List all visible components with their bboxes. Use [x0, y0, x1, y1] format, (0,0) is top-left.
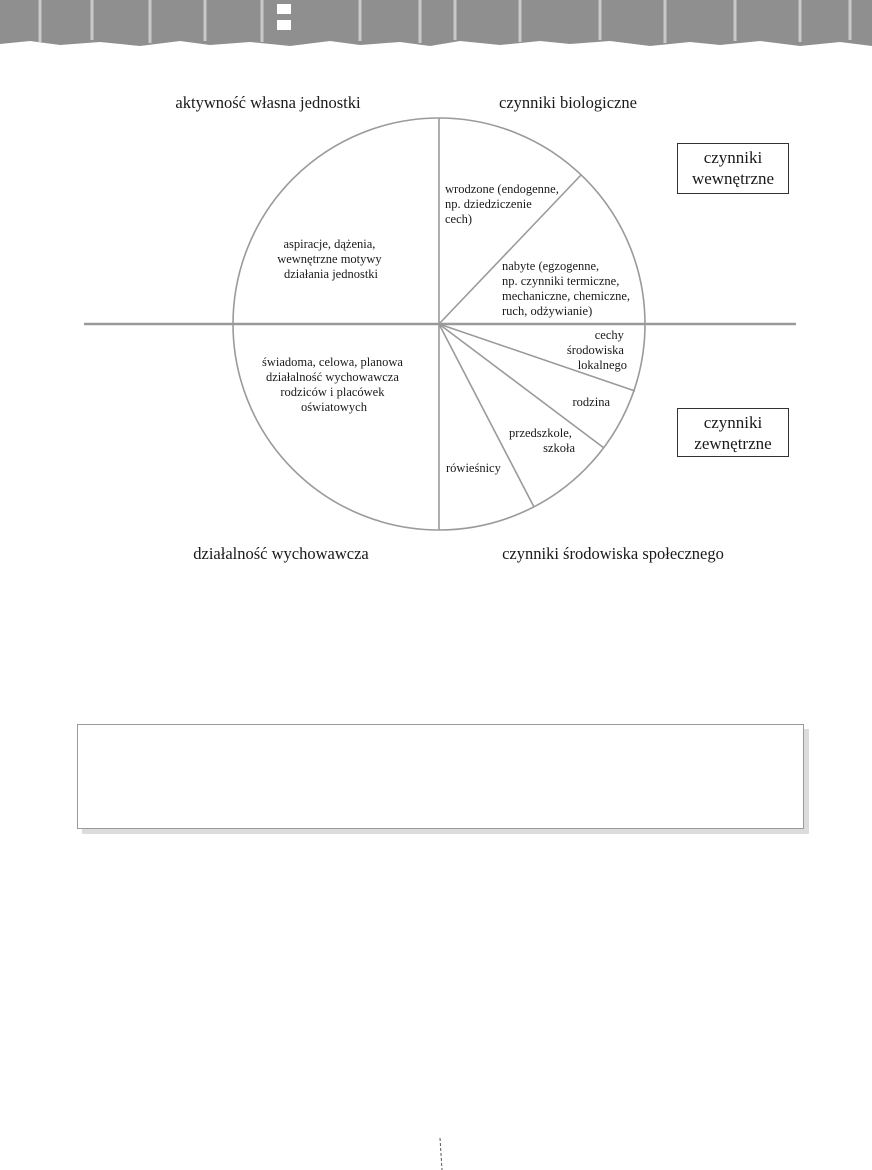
segment-line: aspiracje, dążenia,	[283, 237, 375, 251]
segment-aspiracje: aspiracje, dążenia, wewnętrzne motywy dz…	[277, 237, 385, 281]
segment-line: działalność wychowawcza	[266, 370, 399, 384]
segment-nabyte: nabyte (egzogenne, np. czynniki termiczn…	[502, 259, 633, 318]
segment-line: oświatowych	[301, 400, 368, 414]
segment-line: np. czynniki termiczne,	[502, 274, 619, 288]
header-banner	[0, 0, 872, 46]
segment-line: rodziców i placówek	[280, 385, 385, 399]
segment-line: działania jednostki	[284, 267, 379, 281]
segment-line: cechy	[595, 328, 625, 342]
segment-line: świadoma, celowa, planowa	[262, 355, 403, 369]
internal-factors-line: czynniki	[703, 148, 763, 167]
segment-rodzina: rodzina	[573, 395, 611, 409]
segment-line: szkoła	[543, 441, 575, 455]
segment-swiadoma: świadoma, celowa, planowa działalność wy…	[262, 355, 406, 414]
segment-line: przedszkole,	[509, 426, 572, 440]
label-aktywnosc: aktywność własna jednostki	[175, 93, 361, 112]
divider-rodzina-przedszkole	[438, 323, 605, 449]
segment-line: ruch, odżywianie)	[502, 304, 592, 318]
label-srodowisko-spoleczne: czynniki środowiska społecznego	[502, 544, 724, 563]
segment-line: cech)	[445, 212, 472, 226]
segment-line: lokalnego	[578, 358, 627, 372]
segment-line: środowiska	[567, 343, 624, 357]
diagram-lines	[84, 117, 796, 531]
banner-band	[0, 0, 872, 46]
label-dzialalnosc: działalność wychowawcza	[193, 544, 369, 563]
segment-line: rodzina	[573, 395, 611, 409]
segment-line: nabyte (egzogenne,	[502, 259, 599, 273]
divider-przedszkole-rowiesnicy	[438, 323, 535, 508]
answer-box	[77, 724, 804, 829]
external-factors-box: czynniki zewnętrzne	[677, 408, 789, 457]
label-biologiczne: czynniki biologiczne	[499, 93, 637, 112]
banner-stripes	[38, 0, 852, 43]
internal-factors-line: wewnętrzne	[691, 169, 775, 188]
segment-rowiesnicy: rówieśnicy	[446, 461, 502, 475]
segment-wrodzone: wrodzone (endogenne, np. dziedziczenie c…	[445, 182, 562, 226]
external-factors-line: czynniki	[703, 413, 763, 432]
segment-line: rówieśnicy	[446, 461, 502, 475]
segment-line: wewnętrzne motywy	[277, 252, 382, 266]
segment-line: np. dziedziczenie	[445, 197, 532, 211]
banner-mark	[277, 20, 291, 30]
internal-factors-box: czynniki wewnętrzne	[677, 143, 789, 194]
banner-mark	[277, 4, 291, 14]
segment-przedszkole: przedszkole, szkoła	[509, 426, 575, 455]
external-factors-line: zewnętrzne	[694, 434, 772, 453]
segment-cechy: cechy środowiska lokalnego	[567, 328, 627, 372]
fold-line	[439, 1138, 443, 1170]
segment-line: wrodzone (endogenne,	[445, 182, 559, 196]
divider-cechy-rodzina	[438, 323, 636, 392]
segment-line: mechaniczne, chemiczne,	[502, 289, 630, 303]
divider-wrodzone-nabyte	[438, 174, 582, 325]
